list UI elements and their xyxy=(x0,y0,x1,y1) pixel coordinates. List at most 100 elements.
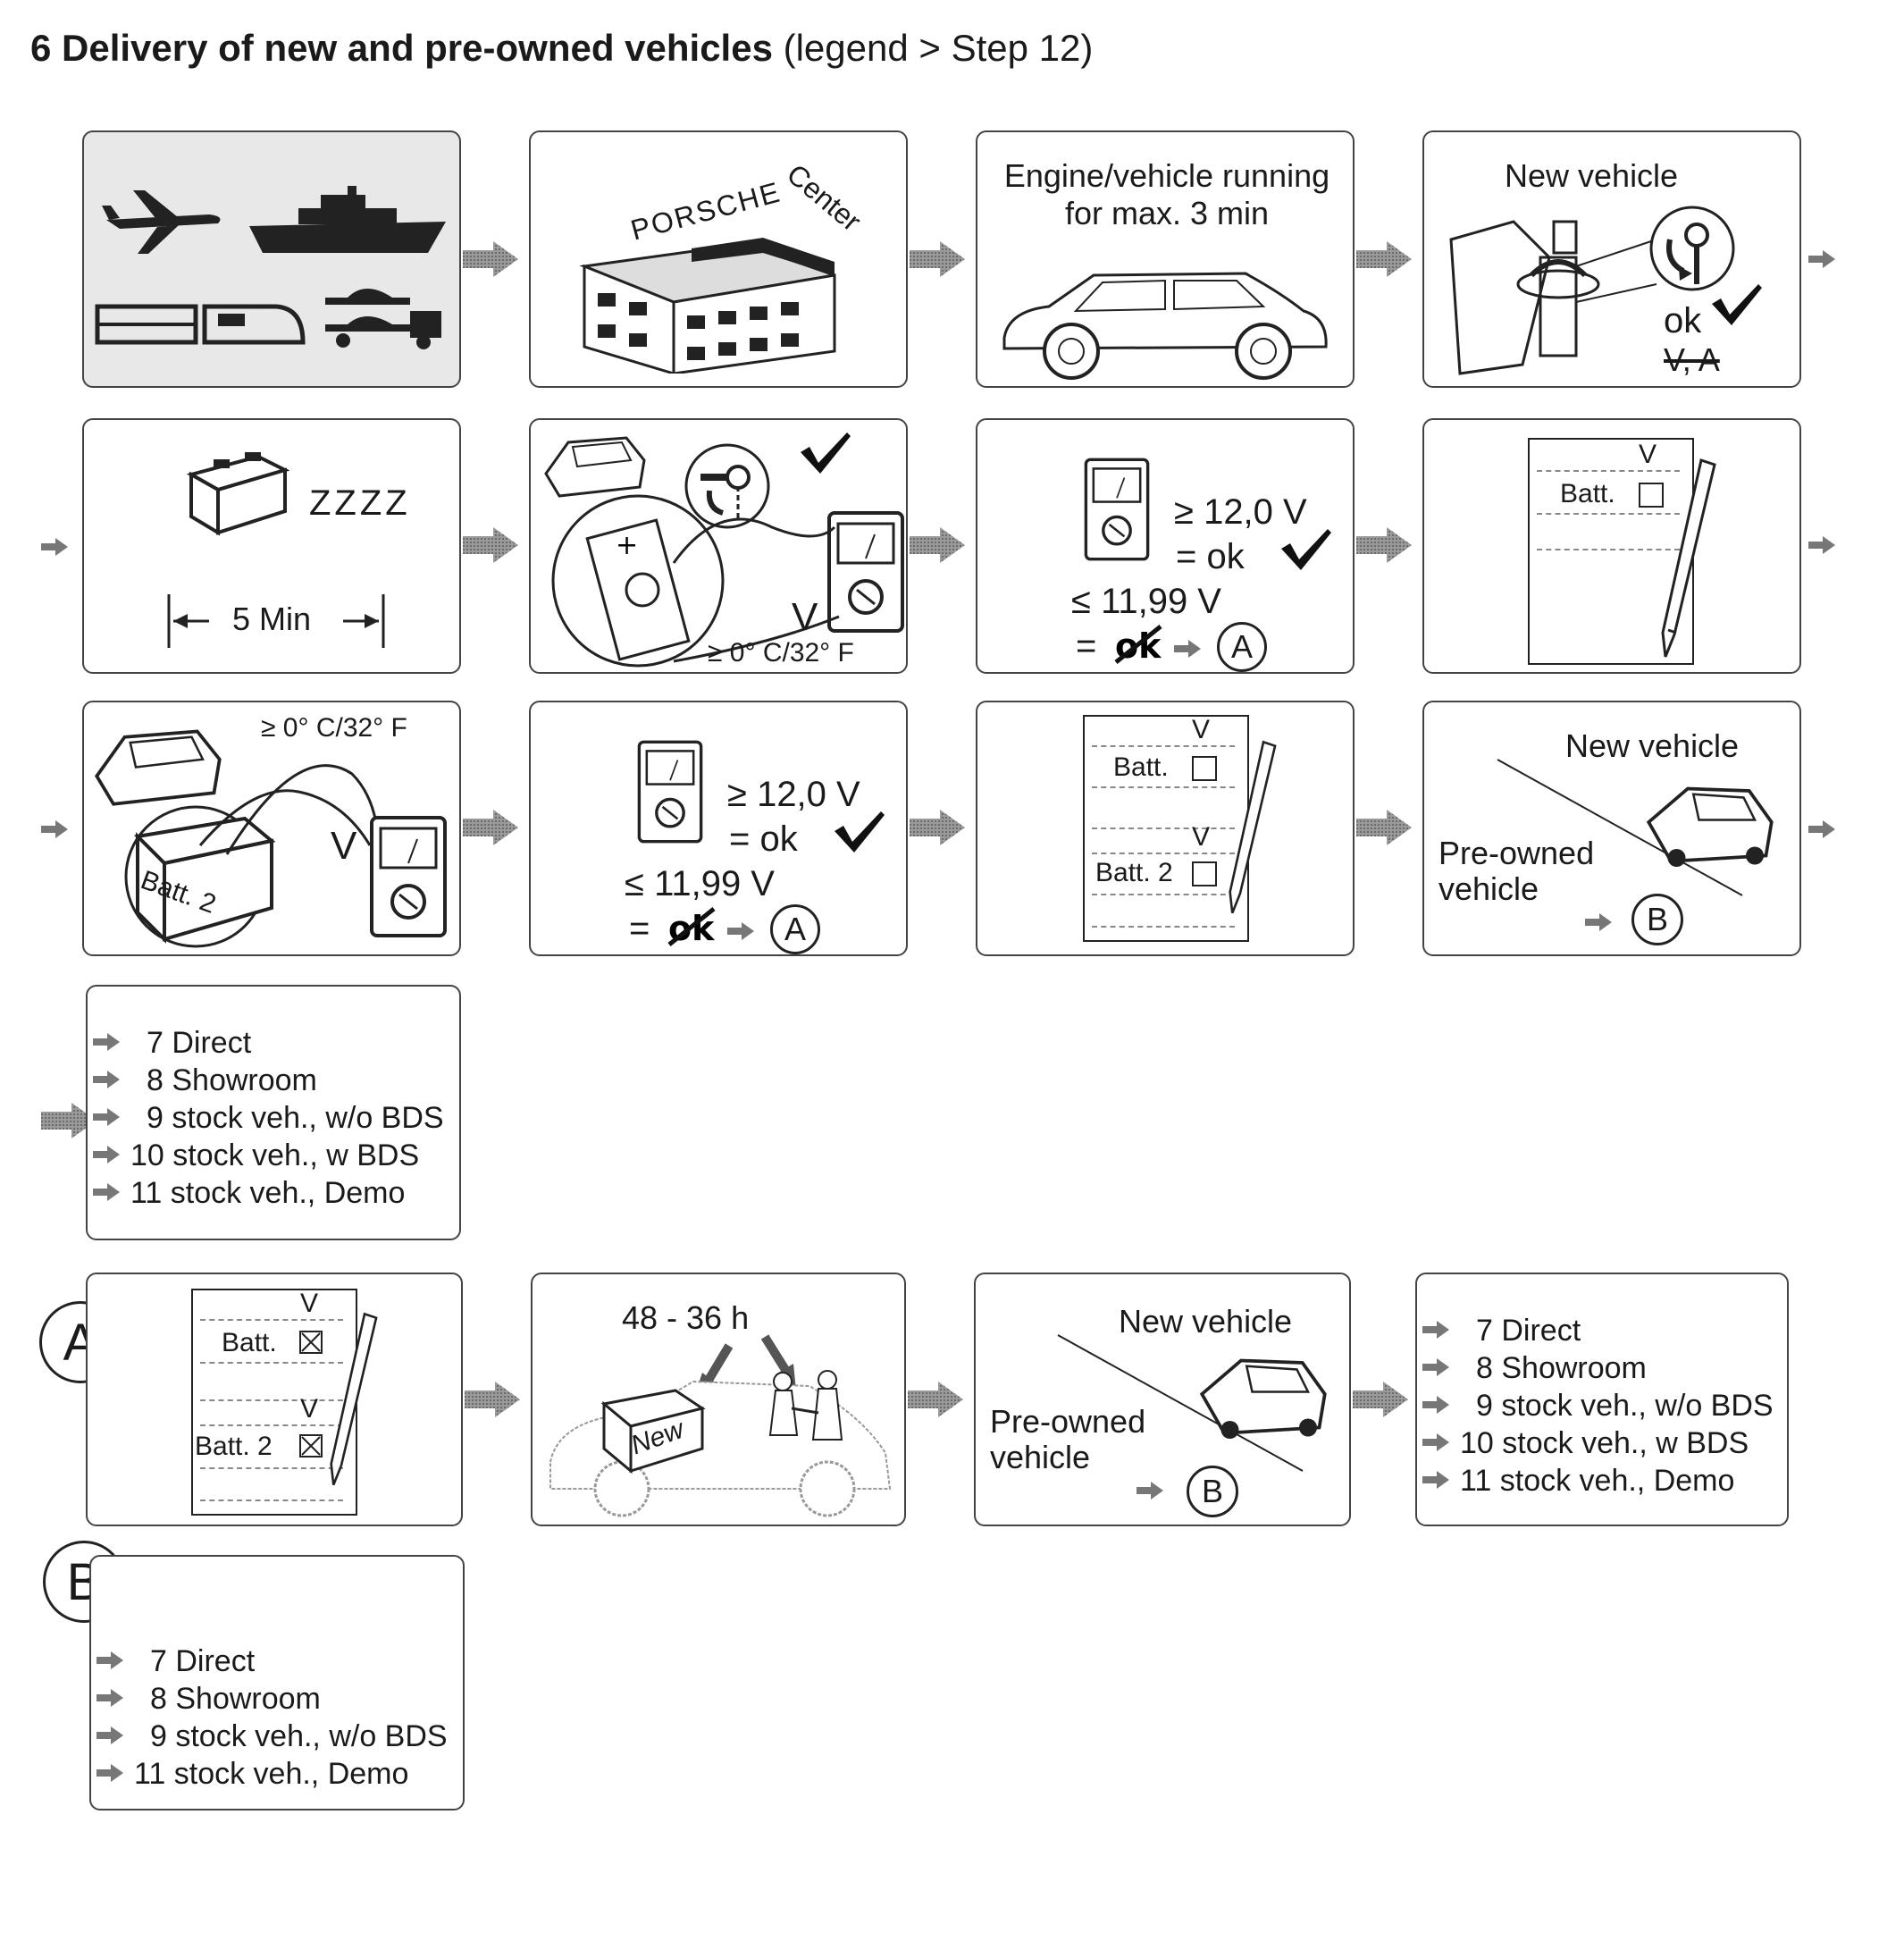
small-arrow-icon xyxy=(1137,1482,1163,1500)
list-item: 11 stock veh., Demo xyxy=(93,1174,444,1212)
p8-v: V xyxy=(1639,440,1657,469)
small-arrow-icon xyxy=(93,1108,120,1126)
volt-label: V xyxy=(792,595,818,639)
p11-v2: V xyxy=(1192,822,1211,852)
flow-arrow-icon xyxy=(463,527,518,563)
duration-bracket-icon xyxy=(167,594,385,648)
checkmark-icon xyxy=(1281,529,1331,570)
flow-arrow-icon xyxy=(1808,536,1835,554)
cable-icon xyxy=(672,517,840,663)
panel-new-or-preowned: New vehicle Pre-owned vehicle B xyxy=(1422,701,1801,956)
list-item: 7 Direct xyxy=(1422,1312,1774,1349)
list-item: 7 Direct xyxy=(96,1642,448,1680)
small-arrow-icon xyxy=(1422,1321,1449,1339)
pA3-new: New vehicle xyxy=(1119,1303,1293,1340)
checkbox-crossed-icon xyxy=(299,1434,323,1458)
pen-icon xyxy=(330,1312,378,1486)
voltmeter-icon xyxy=(1084,458,1150,561)
panel-checklist: V Batt. xyxy=(1422,418,1801,674)
small-arrow-icon xyxy=(93,1146,120,1164)
small-arrow-icon xyxy=(727,922,754,940)
p12-new: New vehicle xyxy=(1565,727,1740,764)
engine-bay-icon: + xyxy=(551,494,725,668)
flow-arrow-icon xyxy=(910,527,965,563)
divider-line xyxy=(1497,759,1743,896)
list-item: 8 Showroom xyxy=(1422,1349,1774,1387)
b-delivery-options-list: 7 Direct 8 Showroom 9 stock veh., w/o BD… xyxy=(96,1642,448,1793)
flow-arrow-icon xyxy=(1356,527,1412,563)
dashed-line xyxy=(200,1319,343,1321)
flow-arrow-icon xyxy=(463,810,518,845)
flow-arrow-icon xyxy=(465,1382,520,1417)
checkmark-icon xyxy=(801,433,851,474)
small-arrow-icon xyxy=(1422,1471,1449,1489)
divider-line xyxy=(1057,1334,1304,1472)
car-top-icon xyxy=(95,729,222,806)
pA2-hours: 48 - 36 h xyxy=(622,1299,750,1336)
panel-checklist-2: V Batt. V Batt. 2 xyxy=(976,701,1355,956)
car-service-icon xyxy=(549,1370,892,1517)
dashed-line xyxy=(1537,470,1680,472)
dashed-line xyxy=(1092,926,1235,928)
voltmeter-icon xyxy=(827,511,904,633)
list-item: 8 Showroom xyxy=(93,1062,444,1099)
title-legend: (legend > Step 12) xyxy=(783,27,1094,69)
p10-le: ≤ 11,99 V xyxy=(625,864,775,903)
pA1-batt2: Batt. 2 xyxy=(195,1432,273,1461)
dashed-line xyxy=(1092,853,1235,854)
checkbox-crossed-icon xyxy=(299,1331,323,1354)
crossed-ok-icon: ok xyxy=(1114,625,1162,666)
panel-battery-rest: ZZZZ 5 Min xyxy=(82,418,461,674)
panel-voltage-result: ≥ 12,0 V = ok ≤ 11,99 V = ok A xyxy=(976,418,1355,674)
flow-arrow-icon xyxy=(908,1382,963,1417)
panel-delivery-options: 7 Direct 8 Showroom 9 stock veh., w/o BD… xyxy=(86,985,461,1240)
sleep-zzz: ZZZZ xyxy=(309,483,411,523)
list-item: 11 stock veh., Demo xyxy=(96,1755,448,1793)
small-arrow-icon xyxy=(96,1689,123,1707)
p10-ok: = ok xyxy=(729,819,798,859)
voltmeter-icon xyxy=(637,740,703,844)
p12-pre2: vehicle xyxy=(1438,870,1539,907)
panel-a-new-or-preowned: New vehicle Pre-owned vehicle B xyxy=(974,1273,1351,1526)
ref-circle-a: A xyxy=(1217,622,1267,672)
dashed-line xyxy=(200,1424,343,1426)
svg-text:+: + xyxy=(616,530,638,561)
car-transporter-icon xyxy=(325,289,441,349)
checkbox-empty xyxy=(1639,483,1664,508)
panel-battery2-measure: ≥ 0° C/32° F Batt. 2 V xyxy=(82,701,461,956)
dashed-line xyxy=(1537,549,1680,550)
flow-arrow-icon xyxy=(41,1103,86,1138)
p12-pre1: Pre-owned xyxy=(1438,835,1595,871)
flow-arrow-icon xyxy=(910,241,965,277)
temp-label: ≥ 0° C/32° F xyxy=(708,638,854,668)
car-top-icon xyxy=(1646,786,1774,867)
airplane-icon xyxy=(102,190,221,254)
dashed-line xyxy=(1092,827,1235,829)
panel-voltage-measure: + V ≥ 0° C/32° F xyxy=(529,418,908,674)
switch-detail-icon xyxy=(1649,206,1735,291)
dashed-line xyxy=(200,1467,343,1469)
pen-icon xyxy=(1229,740,1277,914)
pA3-pre1: Pre-owned xyxy=(990,1403,1146,1440)
panel-transport xyxy=(82,130,461,388)
pA3-pre2: vehicle xyxy=(990,1439,1091,1475)
list-item: 9 stock veh., w/o BDS xyxy=(96,1718,448,1755)
ref-circle-b: B xyxy=(1187,1466,1238,1517)
dashed-line xyxy=(200,1399,343,1401)
checkmark-icon xyxy=(835,811,885,853)
flow-arrow-icon xyxy=(1356,810,1412,845)
small-arrow-icon xyxy=(93,1033,120,1051)
cable-icon xyxy=(198,764,381,855)
p8-batt: Batt. xyxy=(1560,479,1615,508)
flow-arrow-icon xyxy=(1353,1382,1408,1417)
p7-ge: ≥ 12,0 V xyxy=(1174,492,1307,532)
duration-label: 5 Min xyxy=(232,601,312,637)
list-item: 8 Showroom xyxy=(96,1680,448,1718)
engine-line2: for max. 3 min xyxy=(1064,195,1270,231)
list-item: 10 stock veh., w BDS xyxy=(1422,1424,1774,1462)
battery-icon xyxy=(186,452,289,536)
flow-arrow-icon xyxy=(41,538,68,556)
small-arrow-icon xyxy=(1422,1433,1449,1451)
p4-ok: ok xyxy=(1664,301,1702,340)
title-main: 6 Delivery of new and pre-owned vehicles xyxy=(30,27,773,69)
